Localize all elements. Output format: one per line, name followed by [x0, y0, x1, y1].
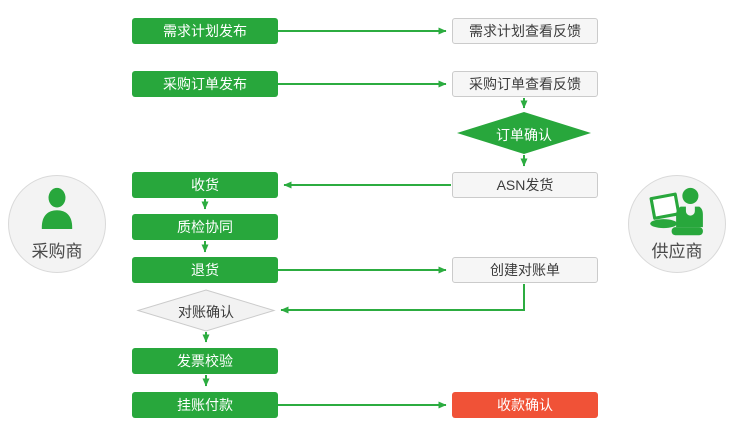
supplier-actor: 供应商: [628, 175, 726, 273]
node-return-goods: 退货: [132, 257, 278, 283]
node-quality-collab: 质检协同: [132, 214, 278, 240]
node-statement-confirm-label: 对账确认: [178, 304, 234, 320]
node-create-statement: 创建对账单: [452, 257, 598, 283]
supplier-person-laptop-icon: [648, 187, 706, 242]
node-receive-goods: 收货: [132, 172, 278, 198]
node-asn-ship: ASN发货: [452, 172, 598, 198]
node-demand-plan-publish: 需求计划发布: [132, 18, 278, 44]
arrow-statement-to-confirm: [280, 284, 525, 314]
supplier-label: 供应商: [651, 242, 703, 261]
node-receipt-confirm: 收款确认: [452, 392, 598, 418]
node-book-payment: 挂账付款: [132, 392, 278, 418]
node-order-confirm-label: 订单确认: [496, 127, 552, 143]
node-po-publish: 采购订单发布: [132, 71, 278, 97]
node-po-feedback: 采购订单查看反馈: [452, 71, 598, 97]
buyer-label: 采购商: [31, 242, 83, 261]
node-demand-plan-feedback: 需求计划查看反馈: [452, 18, 598, 44]
node-invoice-verify: 发票校验: [132, 348, 278, 374]
buyer-actor: 采购商: [8, 175, 106, 273]
buyer-person-icon: [38, 187, 76, 242]
